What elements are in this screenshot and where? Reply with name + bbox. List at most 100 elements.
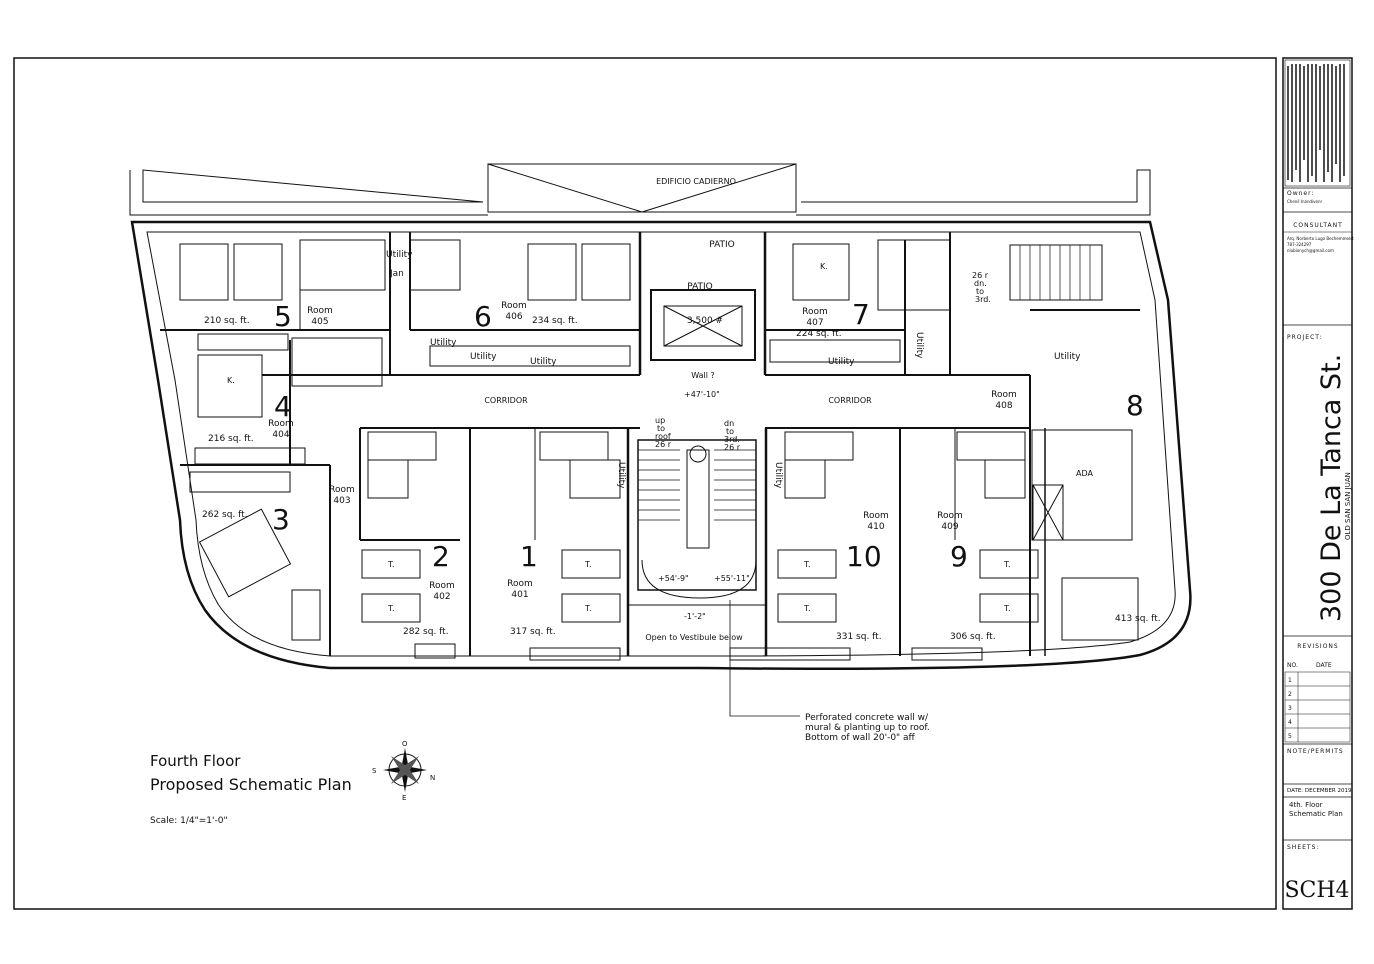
room-id-406: 406 — [505, 312, 522, 322]
elevator-label: 3,500 # — [687, 316, 723, 326]
note-line-3: Bottom of wall 20'-0" aff — [805, 733, 916, 743]
elevation-marker-3: +55'-11" — [714, 574, 750, 583]
room-label-409: Room — [937, 511, 963, 521]
neighbor-building-label: EDIFICIO CADIERNO — [656, 177, 736, 186]
plan-labels: EDIFICIO CADIERNO PATIO PATIO 3,500 # 5 … — [202, 177, 1161, 743]
wall-question-label: Wall ? — [691, 371, 715, 380]
stair-dn-line-3: 3rd. — [724, 435, 740, 444]
room-number-2: 2 — [432, 540, 450, 573]
revision-row-5: 5 — [1288, 733, 1292, 740]
owner-label: Owner: — [1287, 190, 1315, 197]
consultant-line-3: nlubionych@gmail.com — [1287, 248, 1334, 253]
room-label-401: Room — [507, 579, 533, 589]
stair-right-line-2: dn. — [974, 279, 987, 288]
bed-label: K. — [820, 262, 828, 271]
stair-dn-line-1: dn — [724, 419, 734, 428]
room-number-9: 9 — [950, 540, 968, 573]
room-label-405: Room — [307, 306, 333, 316]
revision-date-header: DATE — [1316, 662, 1332, 669]
elevation-marker-1: +47'-10" — [684, 390, 720, 399]
ada-label: ADA — [1076, 469, 1093, 478]
revision-no-header: NO. — [1287, 662, 1298, 669]
elevation-marker-2: +54'-9" — [658, 574, 689, 583]
title-block-border — [1282, 57, 1353, 910]
room-number-3: 3 — [272, 503, 290, 536]
room-label-406: Room — [501, 301, 527, 311]
room-id-401: 401 — [511, 590, 528, 600]
sheet-number: SCH4 — [1284, 878, 1349, 903]
room-number-1: 1 — [520, 540, 538, 573]
room-id-409: 409 — [941, 522, 958, 532]
room-area-404: 216 sq. ft. — [208, 434, 254, 444]
revision-row-1: 1 — [1288, 677, 1292, 684]
room-number-4: 4 — [274, 390, 292, 423]
room-area-408: 413 sq. ft. — [1115, 614, 1161, 624]
floor-plan — [129, 163, 1192, 717]
room-area-402: 282 sq. ft. — [403, 627, 449, 637]
project-subtitle: OLD SAN SAN JUAN — [1344, 472, 1352, 540]
room-label-408: Room — [991, 390, 1017, 400]
utility-label-4: Utility — [530, 357, 557, 367]
project-label: PROJECT: — [1287, 334, 1322, 341]
bed-label: T. — [387, 604, 394, 613]
patio-label-lower: PATIO — [687, 282, 713, 292]
plan-scale: Scale: 1/4"=1'-0" — [150, 816, 228, 826]
vestibule-label: Open to Vestibule below — [645, 633, 743, 642]
room-area-405: 210 sq. ft. — [204, 316, 250, 326]
room-id-404: 404 — [272, 430, 289, 440]
utility-label-3: Utility — [470, 352, 497, 362]
bed-label: T. — [584, 560, 591, 569]
revision-row-3: 3 — [1288, 705, 1292, 712]
note-line-2: mural & planting up to roof. — [805, 723, 930, 733]
room-id-405: 405 — [311, 317, 328, 327]
title-block: Owner: Chenil Inandivenr CONSULTANT Arq.… — [1283, 59, 1354, 903]
bed-label: T. — [584, 604, 591, 613]
compass-rose-icon: N S E O — [372, 740, 435, 802]
room-label-404: Room — [268, 419, 294, 429]
drawing-border — [13, 57, 1277, 910]
revision-row-2: 2 — [1288, 691, 1292, 698]
patio-label: PATIO — [709, 240, 735, 250]
consultant-line-2: 787-324297 — [1287, 242, 1312, 247]
plan-title-line-2: Proposed Schematic Plan — [150, 775, 352, 794]
utility-label-8: Utility — [616, 462, 626, 489]
stair-up-line-4: 26 r — [655, 440, 672, 449]
date-label: DATE: DECEMBER 2019 — [1287, 788, 1352, 794]
room-number-10: 10 — [846, 540, 882, 573]
plan-title-line-1: Fourth Floor — [150, 752, 241, 770]
jan-label: Jan — [389, 269, 404, 279]
bed-label: T. — [1003, 604, 1010, 613]
revision-row-4: 4 — [1288, 719, 1292, 726]
note-line-1: Perforated concrete wall w/ — [805, 713, 929, 723]
neighbor-building — [487, 163, 797, 213]
stair-right-line-3: to — [976, 287, 984, 296]
consultant-label: CONSULTANT — [1293, 222, 1343, 229]
room-id-410: 410 — [867, 522, 884, 532]
stair-right-line-1: 26 r — [972, 271, 989, 280]
room-number-8: 8 — [1126, 389, 1144, 422]
compass-w: O — [402, 740, 408, 748]
compass-s: S — [372, 767, 377, 775]
room-id-408: 408 — [995, 401, 1012, 411]
stair-right-line-4: 3rd. — [975, 295, 991, 304]
stair-up-line-1: up — [655, 416, 665, 425]
stair-up-line-2: to — [657, 424, 665, 433]
utility-label-7: Utility — [914, 332, 924, 359]
sheet-desc-line-2: Schematic Plan — [1289, 810, 1343, 818]
room-area-409: 306 sq. ft. — [950, 632, 996, 642]
bed-label: T. — [803, 604, 810, 613]
room-area-410: 331 sq. ft. — [836, 632, 882, 642]
room-id-402: 402 — [433, 592, 450, 602]
room-label-410: Room — [863, 511, 889, 521]
corridor-label-left: CORRIDOR — [484, 396, 528, 405]
sheets-label: SHEETS: — [1287, 844, 1319, 851]
room-id-403: 403 — [333, 496, 350, 506]
room-label-407: Room — [802, 307, 828, 317]
room-area-403: 262 sq. ft. — [202, 510, 248, 520]
room-number-5: 5 — [274, 300, 292, 333]
bed-label: T. — [803, 560, 810, 569]
bed-label: T. — [387, 560, 394, 569]
bed-label: K. — [227, 376, 235, 385]
corridor-label-right: CORRIDOR — [828, 396, 872, 405]
project-name: 300 De La Tanca St. — [1316, 354, 1347, 622]
